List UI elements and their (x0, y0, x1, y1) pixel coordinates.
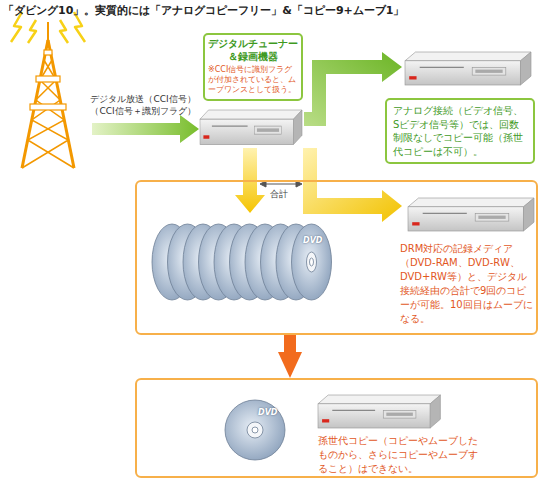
disc-stack (307, 252, 317, 272)
analog-callout-box: アナログ接続（ビデオ信号、Sビデオ信号等）では、回数制限なしでコピー可能（孫世代… (385, 98, 535, 164)
grandchild-copy-group: 孫世代コピー（コピーやムーブしたものから、さらにコピーやムーブすること）はできな… (135, 378, 538, 478)
disc-label: DVD (303, 236, 322, 246)
recorder-symbol (405, 52, 531, 85)
recorder-symbol (318, 395, 440, 428)
broadcast-tower (22, 60, 68, 168)
broadcast-tower (22, 22, 74, 168)
node-note: ※CCI信号に識別フラグが付加されていると、ムーブワンスとして扱う。 (208, 65, 298, 95)
recorder-symbol (200, 110, 302, 145)
disc-label: DVD (258, 408, 277, 418)
device-caption-box: デジタルチューナー＆録画機器※CCI信号に識別フラグが付加されていると、ムーブワ… (203, 33, 303, 101)
signal-bolts (28, 20, 36, 43)
broadcast-arrow (92, 115, 199, 143)
broadcast-tower (30, 104, 66, 110)
dvd-disc (247, 422, 263, 438)
recorder-symbol (408, 198, 534, 231)
node-text: アナログ接続（ビデオ信号、Sビデオ信号等）では、回数制限なしでコピー可能（孫世代… (393, 104, 527, 158)
dvd-disc (225, 400, 285, 460)
node-text: デジタルチューナー＆録画機器 (208, 38, 298, 63)
disc-stack (292, 224, 332, 300)
dvd-disc (252, 427, 258, 433)
broadcast-tower (36, 76, 60, 82)
broadcast-tower (47, 22, 49, 42)
flow-arrow (284, 335, 296, 358)
digital-copy-group: DRM対応の記録メディア（DVD-RAM、DVD-RW、DVD+RW等）と、デジ… (135, 180, 538, 335)
disc-stack (152, 224, 332, 300)
node-text: DRM対応の記録メディア（DVD-RAM、DVD-RW、DVD+RW等）と、デジ… (400, 242, 536, 326)
dvd-disc (225, 400, 285, 460)
signal-bolts (60, 20, 68, 43)
broadcast-tower (44, 50, 52, 55)
total-bracket (264, 184, 298, 185)
diagram-title: 「ダビング10」。実質的には「アナログコピーフリー」&「コピー9+ムーブ1」 (3, 4, 404, 18)
disc-stack (310, 258, 314, 266)
signal-label: デジタル放送（CCI信号） （CCI信号＋識別フラグ） (86, 94, 200, 117)
total-label: 合計 (270, 189, 288, 201)
broadcast-tower (28, 60, 74, 168)
node-text: 孫世代コピー（コピーやムーブしたものから、さらにコピーやムーブすること）はできな… (318, 434, 478, 476)
